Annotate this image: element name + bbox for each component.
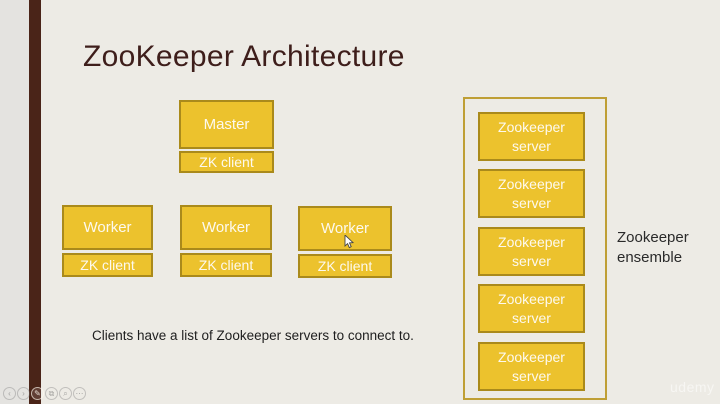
player-more-icon[interactable]: ⋯	[73, 387, 86, 400]
worker-node-label: Worker	[201, 219, 251, 236]
player-zoom-icon[interactable]: ⌕	[59, 387, 72, 400]
slide-caption: Clients have a list of Zookeeper servers…	[92, 328, 414, 343]
worker-zk-client-box: ZK client	[298, 254, 392, 278]
zookeeper-server-label: Zookeeper server	[498, 290, 565, 326]
more-glyph: ⋯	[75, 388, 84, 398]
worker-zk-client-label: ZK client	[198, 257, 254, 273]
pencil-glyph: ✎	[34, 388, 41, 398]
zookeeper-server-label: Zookeeper server	[498, 175, 565, 211]
player-pencil-icon[interactable]: ✎	[31, 387, 44, 400]
mouse-cursor-icon	[344, 235, 355, 249]
worker-node-box: Worker	[180, 205, 272, 250]
worker-zk-client-box: ZK client	[180, 253, 272, 277]
udemy-watermark: udemy	[670, 379, 715, 395]
worker-node-label: Worker	[83, 219, 132, 236]
zookeeper-ensemble-label: Zookeeper ensemble	[617, 229, 689, 266]
zookeeper-server-box: Zookeeper server	[478, 284, 585, 333]
zookeeper-server-box: Zookeeper server	[478, 112, 585, 161]
left-gutter	[0, 0, 29, 404]
back-glyph: ‹	[8, 388, 11, 398]
zookeeper-server-box: Zookeeper server	[478, 342, 585, 391]
worker-zk-client-label: ZK client	[80, 257, 135, 273]
master-zk-client-box: ZK client	[179, 151, 274, 173]
master-node-label: Master	[203, 116, 250, 133]
slide-accent-bar	[29, 0, 41, 404]
worker-node-box: Worker	[62, 205, 153, 250]
master-zk-client-label: ZK client	[199, 154, 254, 170]
zookeeper-server-label: Zookeeper server	[498, 233, 565, 269]
worker-zk-client-box: ZK client	[62, 253, 153, 277]
forward-glyph: ›	[22, 388, 25, 398]
magnifier-glyph: ⌕	[63, 388, 68, 398]
worker-node-label: Worker	[320, 220, 370, 237]
player-frame-icon[interactable]: ⧉	[45, 387, 58, 400]
zookeeper-server-box: Zookeeper server	[478, 227, 585, 276]
zookeeper-server-label: Zookeeper server	[498, 118, 565, 154]
zookeeper-server-label: Zookeeper server	[498, 348, 565, 384]
frame-glyph: ⧉	[48, 388, 55, 398]
zookeeper-server-box: Zookeeper server	[478, 169, 585, 218]
zookeeper-ensemble-container	[463, 97, 607, 400]
master-node-box: Master	[179, 100, 274, 149]
player-back-icon[interactable]: ‹	[3, 387, 16, 400]
slide-title: ZooKeeper Architecture	[83, 40, 405, 73]
worker-zk-client-label: ZK client	[317, 258, 373, 274]
player-forward-icon[interactable]: ›	[17, 387, 30, 400]
